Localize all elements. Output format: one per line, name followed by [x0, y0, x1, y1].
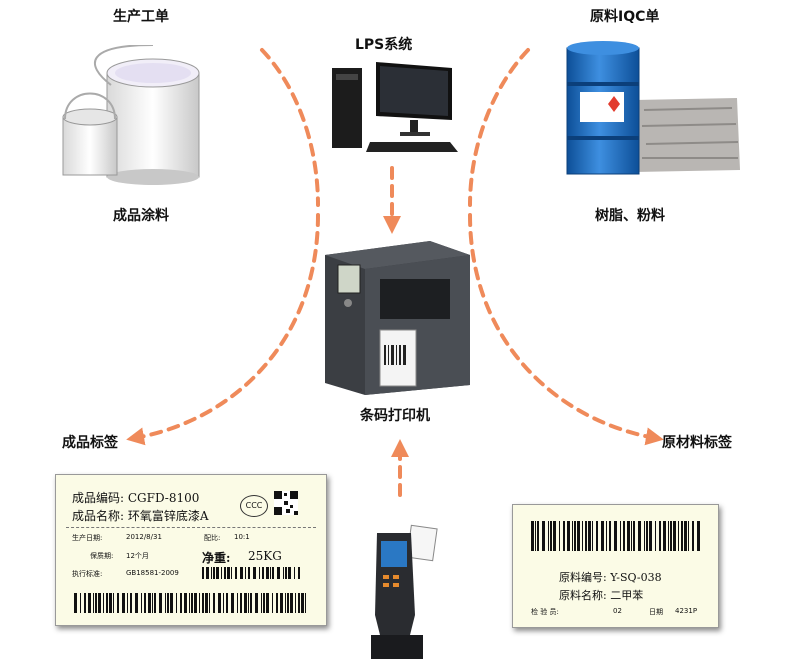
- caption-barcode-printer: 条码打印机: [360, 408, 430, 424]
- caption-resin-powder: 树脂、粉料: [595, 208, 665, 224]
- caption-lps-system: LPS系统: [355, 37, 413, 53]
- caption-finished-label: 成品标签: [62, 435, 118, 451]
- date-value: 4231P: [675, 607, 698, 615]
- paint-buckets-image: [55, 45, 215, 185]
- ratio-value: 10:1: [234, 533, 250, 541]
- standard-value: GB18581-2009: [126, 569, 179, 577]
- raw-material-barcode: [531, 521, 700, 551]
- caption-raw-material-label: 原材料标签: [662, 435, 732, 451]
- arc-top-left: [260, 48, 320, 207]
- inspector-value: 02: [613, 607, 622, 615]
- arc-bottom-left: [126, 213, 320, 446]
- finished-name: 成品名称: 环氧富锌底漆A: [72, 509, 209, 523]
- finished-barcode: [74, 593, 306, 613]
- shelf-life-value: 12个月: [126, 552, 149, 560]
- inspector-label: 检 验 员:: [531, 608, 559, 616]
- raw-name: 原料名称: 二甲苯: [559, 589, 644, 602]
- caption-finished-coating: 成品涂料: [113, 208, 169, 224]
- chemical-drum-image: [562, 40, 742, 180]
- raw-code: 原料编号: Y-SQ-038: [559, 571, 662, 584]
- small-barcode: [202, 567, 300, 579]
- production-date-value: 2012/8/31: [126, 533, 162, 541]
- shelf-life-label: 保质期:: [90, 552, 114, 560]
- ccc-cert-icon: CCC: [240, 495, 268, 517]
- barcode-printer-image: [320, 235, 480, 395]
- ratio-label: 配比:: [204, 534, 221, 542]
- handheld-scanner-image: [365, 515, 460, 661]
- net-weight-value: 25KG: [248, 549, 282, 563]
- label-divider: [66, 527, 316, 528]
- net-weight-label: 净重:: [202, 551, 231, 565]
- caption-work-order: 生产工单: [113, 9, 169, 25]
- finished-product-label: 成品编码: CGFD-8100 成品名称: 环氧富锌底漆A CCC 生产日期: …: [55, 474, 327, 626]
- standard-label: 执行标准:: [72, 570, 103, 578]
- date-label: 日期: [649, 608, 663, 616]
- arc-top-right: [468, 48, 530, 207]
- production-date-label: 生产日期:: [72, 534, 103, 542]
- caption-iqc-order: 原料IQC单: [590, 9, 660, 25]
- qr-code-icon: [274, 491, 298, 515]
- arc-bottom-right: [468, 213, 664, 446]
- raw-material-label-card: 原料编号: Y-SQ-038 原料名称: 二甲苯 检 验 员: 02 日期 42…: [512, 504, 719, 628]
- desktop-computer-image: [330, 60, 460, 160]
- finished-code: 成品编码: CGFD-8100: [72, 491, 200, 505]
